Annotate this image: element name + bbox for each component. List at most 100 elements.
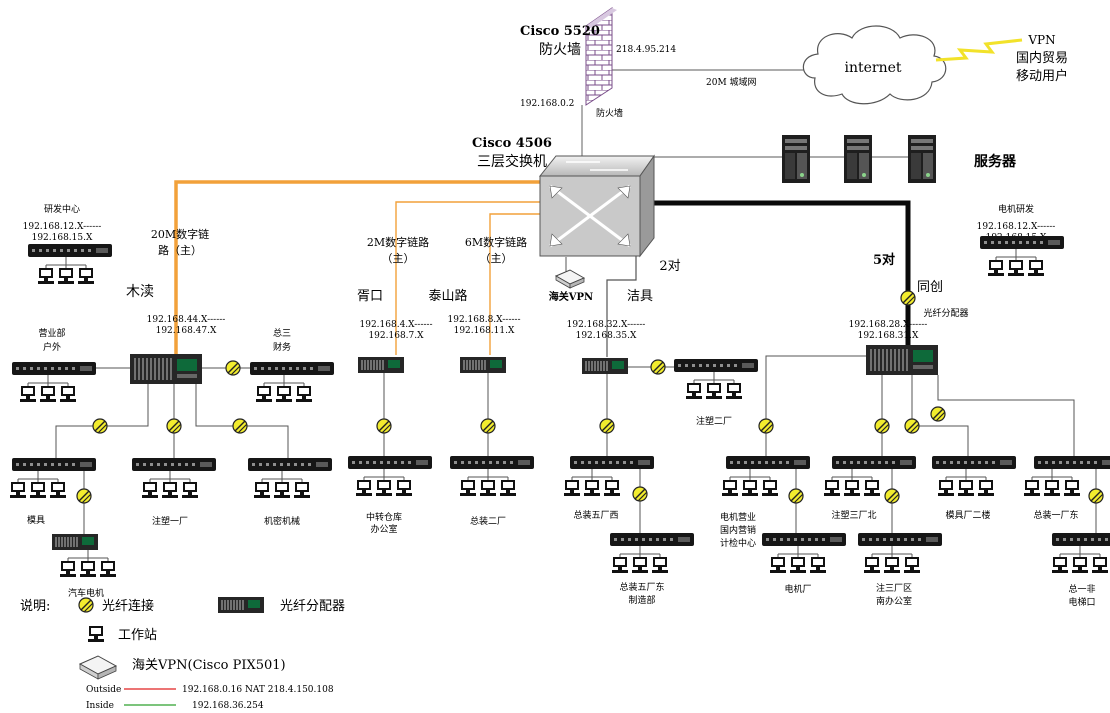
switch-icon — [12, 362, 96, 375]
firewall-name: 防火墙 — [539, 42, 581, 58]
link-2m-label-b: （主） — [382, 252, 415, 265]
legend-workstation: 工作站 — [118, 628, 157, 643]
fiber-connection-icon — [376, 418, 392, 434]
legend-outside-label: Outside — [86, 685, 121, 695]
fiber-connection-icon — [232, 418, 248, 434]
workstation-group-icon — [770, 546, 826, 573]
workstation-group-icon — [564, 469, 620, 496]
workstation-group-icon — [356, 469, 412, 496]
workstation-group-icon — [1024, 469, 1080, 496]
fiber-connection-icon — [904, 418, 920, 434]
fiber-connection-icon — [874, 418, 890, 434]
legend-inside-text: 192.168.36.254 — [192, 701, 264, 711]
workstation-group-icon — [864, 546, 920, 573]
workstation-group-icon — [256, 375, 312, 402]
zhusu2-label: 注塑二厂 — [696, 415, 732, 427]
tongchuang-ip1: 192.168.28.X------ — [849, 320, 928, 330]
fiber-connection-icon — [225, 360, 241, 376]
legend-inside-label: Inside — [86, 701, 114, 711]
customs-vpn-device — [554, 269, 586, 289]
firewall-caption: 防火墙 — [596, 107, 623, 119]
dianji-rd-ip1: 192.168.12.X------ — [977, 222, 1056, 232]
wan-link-label: 20M 城域网 — [706, 76, 757, 88]
moju2-label: 模具厂二楼 — [945, 509, 990, 521]
servers-label: 服务器 — [974, 153, 1017, 170]
server-icon — [844, 135, 872, 183]
yingye-label1: 营业部 — [38, 327, 65, 339]
pairs-2-label: 2对 — [659, 259, 680, 274]
moju-label: 模具 — [27, 515, 45, 526]
zz1east-label: 总装一厂东 — [1033, 509, 1078, 521]
firewall-lan-ip: 192.168.0.2 — [520, 99, 574, 109]
zongsan-label2: 财务 — [273, 341, 291, 353]
dianjichang-label: 电机厂 — [784, 583, 811, 595]
vpn-line2: 移动用户 — [1016, 68, 1068, 84]
mudu-fiber-distributor — [129, 353, 203, 385]
xukou-fiber-distributor — [357, 356, 405, 374]
fiber-connection-icon — [1088, 488, 1104, 504]
legend-vpn-device: 海关VPN(Cisco PIX501) — [132, 658, 286, 673]
zongzhuang2-label: 总装二厂 — [470, 515, 506, 527]
switch-name: 三层交换机 — [477, 153, 547, 170]
legend: 说明: 光纤连接 光纤分配器 工作站 海关VPN(Cisco PIX501) O… — [20, 596, 345, 711]
workstation-group-icon — [254, 471, 310, 498]
fiber-connection-icon — [166, 418, 182, 434]
vpn-lightning-icon — [935, 38, 1023, 62]
xukou-name: 胥口 — [357, 289, 383, 304]
fiber-connection-icon — [78, 597, 94, 613]
vpn-line1: 国内贸易 — [1016, 50, 1068, 66]
fiber-connection-icon — [650, 359, 666, 375]
legend-fiber-link: 光纤连接 — [102, 598, 154, 614]
tongchuang-fiber-distributor — [865, 344, 939, 376]
mudu-ip1: 192.168.44.X------ — [147, 315, 226, 325]
zhusan-label1: 注三厂区 — [876, 582, 912, 594]
taishan-ip1: 192.168.8.X------ — [448, 315, 521, 325]
switch-icon — [250, 362, 334, 375]
workstation-group-icon — [142, 471, 198, 498]
vpn-title: VPN — [1027, 33, 1055, 47]
qiche-label: 汽车电机 — [68, 587, 104, 599]
mudu-ip2: 192.168.47.X — [156, 326, 217, 336]
pairs-5-label: 5对 — [873, 252, 895, 268]
link-6m-label-a: 6M数字链路 — [465, 235, 527, 249]
fiber-connection-icon — [788, 488, 804, 504]
zz5west-label: 总装五厂西 — [573, 509, 618, 521]
fiber-connection-icon — [884, 488, 900, 504]
switch-icon — [610, 533, 694, 546]
zz5east-label2: 制造部 — [628, 594, 655, 606]
fiber-connection-icon — [632, 486, 648, 502]
taishan-name: 泰山路 — [428, 288, 467, 304]
yanfa-ip2: 192.168.15.X — [32, 233, 93, 243]
legend-fiber-dist: 光纤分配器 — [280, 599, 345, 614]
vpn-device-icon — [78, 655, 118, 680]
switch-icon — [726, 456, 810, 469]
link-20m-label-a: 20M数字链 — [151, 227, 209, 241]
tongchuang-ip2: 192.168.31.X — [858, 331, 919, 341]
workstation-group-icon — [460, 469, 516, 496]
switch-icon — [450, 456, 534, 469]
workstation-group-icon — [938, 469, 994, 496]
workstation-group-icon — [38, 257, 94, 284]
zhusan-label2: 南办公室 — [876, 595, 912, 607]
mudu-name: 木渎 — [126, 283, 154, 300]
zongyi-label2: 电梯口 — [1068, 596, 1095, 608]
zongyi-label1: 总一非 — [1068, 583, 1095, 595]
fiber-connection-icon — [480, 418, 496, 434]
switch-icon — [12, 458, 96, 471]
dianji-yingye-label3: 计检中心 — [720, 537, 756, 549]
workstation-group-icon — [824, 469, 880, 496]
fiber-connection-icon — [900, 290, 916, 306]
workstation-group-icon — [612, 546, 668, 573]
workstation-group-icon — [722, 469, 778, 496]
fiber-connection-icon — [758, 418, 774, 434]
fiber-connection-icon — [930, 406, 946, 422]
dianji-yingye-label1: 电机营业 — [720, 511, 756, 523]
link-2pair-jieju — [606, 254, 637, 357]
jimi-label: 机密机械 — [264, 515, 300, 527]
dianji-yingye-label2: 国内营销 — [720, 524, 756, 536]
switch-icon — [1034, 456, 1110, 469]
jieju-ip1: 192.168.32.X------ — [567, 320, 646, 330]
zhongzhuan-label1: 中转仓库 — [366, 511, 402, 523]
fiber-connection-icon — [76, 488, 92, 504]
